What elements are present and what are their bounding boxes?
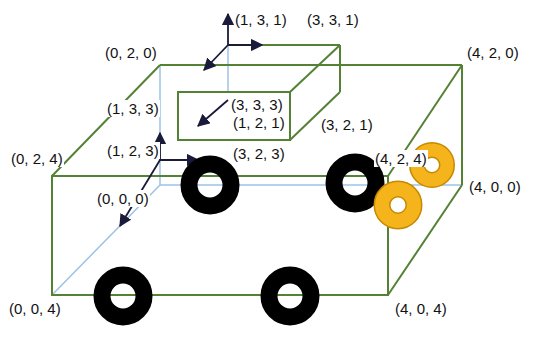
coordinate-label: (4, 0, 0) <box>468 178 522 195</box>
coordinate-label: (1, 2, 1) <box>232 114 286 131</box>
coordinate-label: (1, 2, 3) <box>106 142 160 159</box>
coordinate-label: (4, 2, 0) <box>466 44 520 61</box>
coordinate-label: (0, 2, 4) <box>10 150 64 167</box>
coordinate-label: (3, 2, 1) <box>320 116 374 133</box>
wheels <box>102 162 376 317</box>
coordinate-label: (1, 3, 1) <box>234 11 288 28</box>
coordinate-label: (0, 2, 0) <box>104 44 158 61</box>
coordinate-label: (0, 0, 0) <box>96 190 150 207</box>
hidden-edges <box>52 45 462 295</box>
coordinate-label: (3, 3, 1) <box>306 11 360 28</box>
coordinate-label: (1, 3, 3) <box>106 100 160 117</box>
coordinate-label: (3, 2, 3) <box>232 145 286 162</box>
coordinate-label: (4, 2, 4) <box>374 150 428 167</box>
coordinate-label: (0, 0, 4) <box>8 300 62 317</box>
coordinate-label: (3, 3, 3) <box>230 96 284 113</box>
visible-edges <box>52 45 462 295</box>
coordinate-label: (4, 0, 4) <box>394 300 448 317</box>
